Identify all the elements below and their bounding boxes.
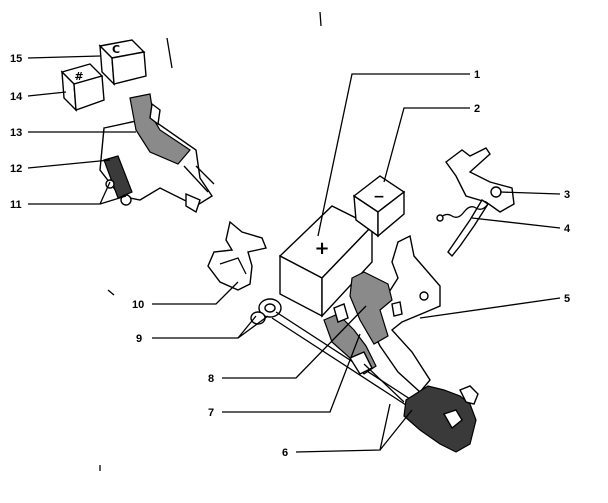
keytop-hash-glyph: # — [74, 70, 83, 83]
callout-13: 13 — [10, 127, 22, 139]
callout-10: 10 — [132, 299, 144, 311]
keytop-minus-glyph: − — [373, 189, 385, 205]
callout-4: 4 — [564, 223, 571, 235]
callout-6: 6 — [282, 447, 288, 459]
keytop-hash: # — [60, 63, 105, 112]
stray-marks — [99, 11, 322, 471]
callout-8: 8 — [208, 373, 214, 385]
callout-labels: 1 2 3 4 5 6 7 8 9 10 11 12 13 14 15 — [10, 53, 571, 459]
callout-14: 14 — [10, 91, 23, 103]
keytop-plus: + — [278, 205, 374, 318]
upper-bracket-assembly — [99, 93, 215, 214]
callout-11: 11 — [10, 199, 22, 211]
keytop-c: C — [98, 39, 147, 86]
callout-3: 3 — [564, 189, 570, 201]
callout-5: 5 — [564, 293, 570, 305]
bushing — [250, 298, 282, 325]
callout-9: 9 — [136, 333, 142, 345]
keytop-minus: − — [352, 175, 406, 238]
callout-15: 15 — [10, 53, 22, 65]
callout-12: 12 — [10, 163, 22, 175]
lower-bracket — [363, 363, 479, 453]
shaded-levers — [323, 271, 393, 375]
twisted-clip — [207, 220, 267, 291]
callout-2: 2 — [474, 103, 480, 115]
callout-1: 1 — [474, 69, 480, 81]
leader-lines — [27, 55, 561, 453]
lever-and-spring — [436, 147, 515, 258]
keytop-c-glyph: C — [112, 43, 120, 56]
callout-7: 7 — [208, 407, 214, 419]
keytop-plus-glyph: + — [314, 238, 329, 259]
